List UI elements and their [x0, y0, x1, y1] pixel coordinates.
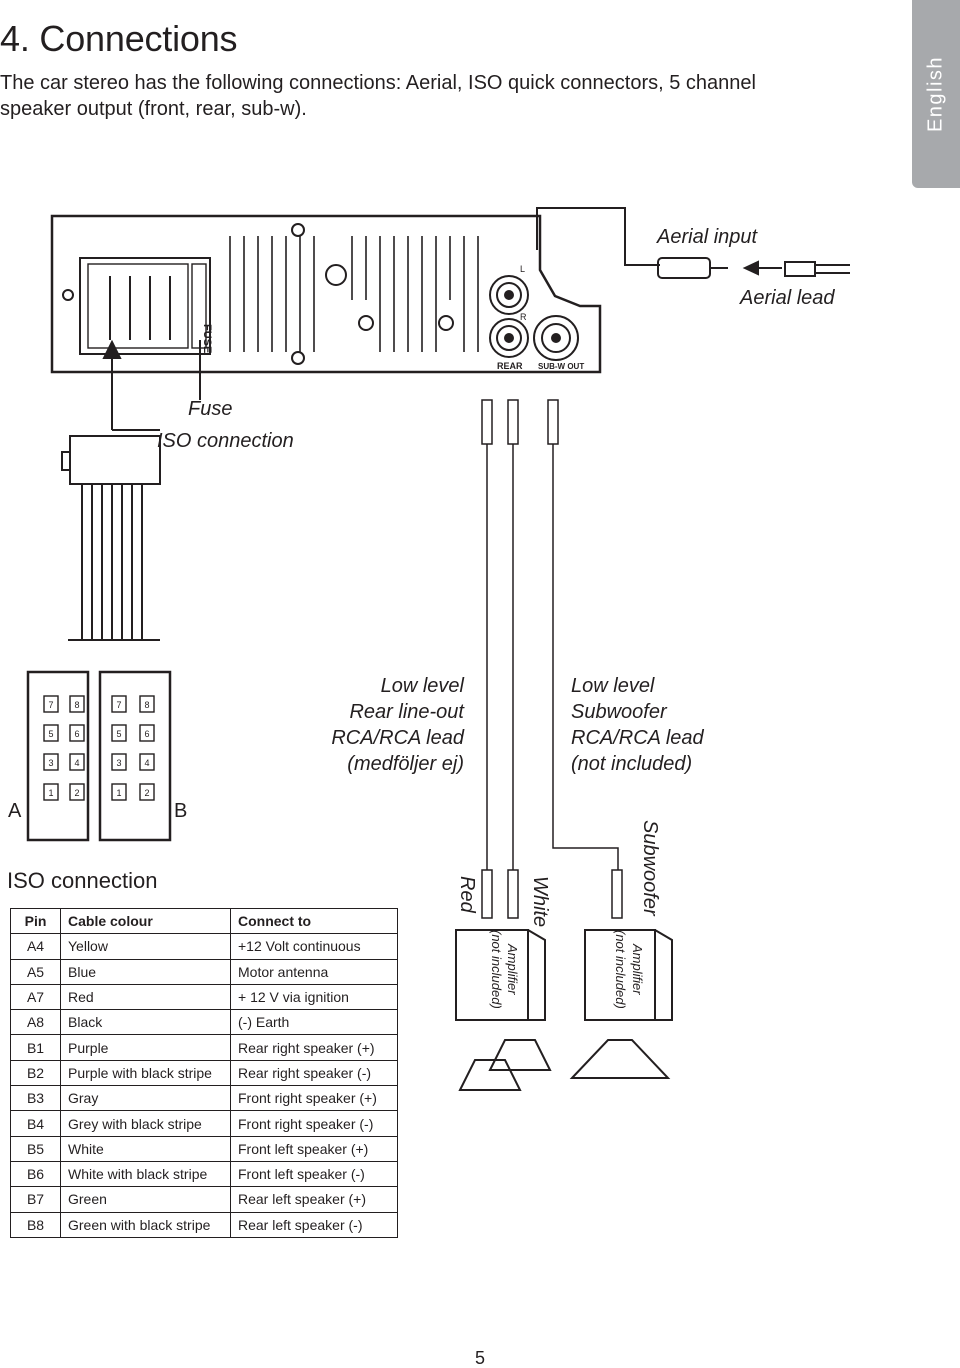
connect-cell: Front right speaker (+) [230, 1085, 398, 1112]
intro-text: The car stereo has the following connect… [0, 72, 756, 120]
pin-cell: B7 [10, 1186, 61, 1213]
header-connect-to: Connect to [230, 907, 398, 935]
iso-table-title: ISO connection [7, 868, 158, 893]
pin-b5: 5 [116, 729, 121, 739]
subw-mark: SUB-W OUT [538, 362, 584, 371]
pin-numbers: 7 8 5 6 3 4 1 2 7 8 5 6 3 4 1 2 [48, 700, 149, 798]
connect-cell: Rear left speaker (+) [230, 1186, 398, 1213]
colour-cell: Red [60, 983, 231, 1011]
pin-a5: 5 [48, 729, 53, 739]
amp2-note: (not included) [613, 930, 628, 1009]
amp1-note: (not included) [489, 930, 504, 1009]
white-label: White [529, 876, 551, 928]
pin-cell: A5 [10, 958, 61, 985]
fuse-label: Fuse [188, 398, 233, 420]
pin-a8: 8 [74, 700, 79, 710]
pin-a3: 3 [48, 758, 53, 768]
connect-cell: Front left speaker (+) [230, 1135, 398, 1162]
pin-a1: 1 [48, 788, 53, 798]
subwoofer-label: Subwoofer [639, 820, 661, 916]
pin-a4: 4 [74, 758, 79, 768]
pin-cell: B1 [10, 1034, 61, 1061]
connect-cell: + 12 V via ignition [230, 983, 398, 1011]
rear-lineout-label: Low level Rear line-out RCA/RCA lead (me… [331, 675, 464, 775]
pin-b4: 4 [144, 758, 149, 768]
colour-cell: Grey with black stripe [60, 1110, 231, 1137]
pin-cell: B4 [10, 1110, 61, 1137]
colour-cell: Black [60, 1009, 231, 1036]
pin-a6: 6 [74, 729, 79, 739]
pin-cell: B8 [10, 1211, 61, 1238]
iso-connection-label: ISO connection [157, 430, 294, 452]
colour-cell: Green with black stripe [60, 1211, 231, 1238]
r-mark: R [520, 312, 527, 322]
rear-mark: REAR [497, 361, 523, 371]
pin-cell: A7 [10, 983, 61, 1011]
pin-b3: 3 [116, 758, 121, 768]
pin-b6: 6 [144, 729, 149, 739]
connect-cell: Front left speaker (-) [230, 1160, 398, 1188]
connect-cell: (-) Earth [230, 1009, 398, 1036]
connect-cell: Rear left speaker (-) [230, 1211, 398, 1238]
colour-cell: Purple [60, 1034, 231, 1061]
table-header-row: Pin Cable colour Connect to [10, 907, 398, 935]
pin-a7: 7 [48, 700, 53, 710]
pin-cell: A4 [10, 933, 61, 960]
colour-cell: Green [60, 1186, 231, 1213]
connect-cell: Rear right speaker (+) [230, 1034, 398, 1061]
pin-cell: B2 [10, 1059, 61, 1087]
connect-cell: +12 Volt continuous [230, 933, 398, 960]
amp1-label: Amplifier [505, 944, 520, 995]
pin-cell: A8 [10, 1009, 61, 1036]
header-pin: Pin [10, 907, 61, 935]
label-b: B [174, 800, 188, 822]
colour-cell: White [60, 1135, 231, 1162]
subwoofer-lead-label: Low level Subwoofer RCA/RCA lead (not in… [571, 675, 704, 775]
pin-b1: 1 [116, 788, 121, 798]
colour-cell: Blue [60, 958, 231, 985]
pin-cell: B5 [10, 1135, 61, 1162]
pin-cell: B3 [10, 1085, 61, 1112]
language-tab[interactable]: English [912, 0, 960, 188]
pin-b7: 7 [116, 700, 121, 710]
aerial-lead-label: Aerial lead [740, 287, 835, 309]
pin-b2: 2 [144, 788, 149, 798]
colour-cell: Yellow [60, 933, 231, 960]
colour-cell: Purple with black stripe [60, 1059, 231, 1087]
connect-cell: Motor antenna [230, 958, 398, 985]
header-cable-colour: Cable colour [60, 907, 231, 935]
red-label: Red [456, 876, 478, 913]
colour-cell: Gray [60, 1085, 231, 1112]
pin-a2: 2 [74, 788, 79, 798]
pin-cell: B6 [10, 1160, 61, 1188]
amp2-label: Amplifier [630, 944, 645, 995]
pin-b8: 8 [144, 700, 149, 710]
aerial-input-label: Aerial input [657, 226, 758, 248]
connect-cell: Rear right speaker (-) [230, 1059, 398, 1087]
connect-cell: Front right speaker (-) [230, 1110, 398, 1137]
page-number: 5 [474, 1348, 485, 1368]
page-heading: 4. Connections [0, 18, 238, 59]
fuse-mark: FUSE [201, 324, 213, 353]
label-a: A [8, 800, 22, 822]
colour-cell: White with black stripe [60, 1160, 231, 1188]
l-mark: L [520, 264, 525, 274]
